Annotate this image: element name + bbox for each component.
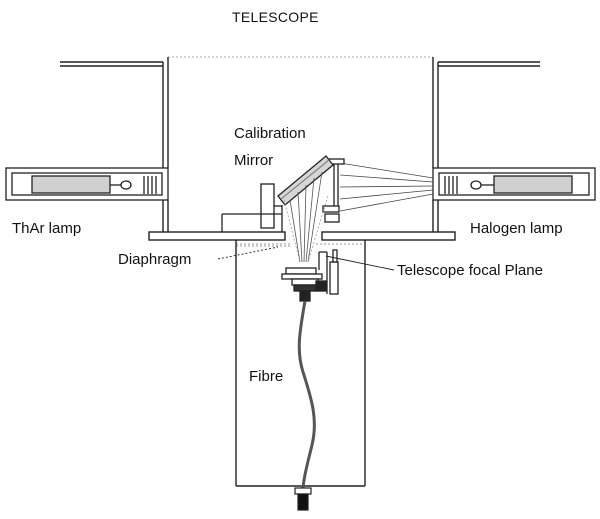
diaphragm-leader [217,246,279,260]
halogen-lamp-housing [432,167,596,201]
right-housing-wall [432,57,540,232]
calibration-mirror [277,155,334,206]
halogen-lamp-label: Halogen lamp [470,220,563,237]
calibration-mirror-label-line2: Mirror [234,152,274,169]
reflected-light-beams [289,171,323,263]
focal-plane-label: Telescope focal Plane [397,262,543,279]
mounting-flange [148,231,456,241]
diaphragm-dashed [236,243,362,247]
right-optics-assembly [322,158,345,223]
mirror-support [221,183,283,232]
lower-instrument-box [235,240,366,487]
thar-lamp-housing [5,167,169,201]
diaphragm-label: Diaphragm [118,251,192,268]
telescope-beam-dotted [282,195,329,263]
fibre-connector [294,487,312,511]
calibration-mirror-label-line1: Calibration [234,125,306,142]
left-housing-wall [60,57,169,232]
fibre-head-assembly [281,249,339,302]
fibre-cable [297,300,316,489]
fibre-label: Fibre [249,368,284,385]
label-leader-lines [217,246,395,271]
telescope-label: TELESCOPE [232,9,319,25]
thar-lamp-label: ThAr lamp [12,220,82,237]
halogen-light-beams [339,162,434,212]
focal-plane-leader [325,255,395,271]
